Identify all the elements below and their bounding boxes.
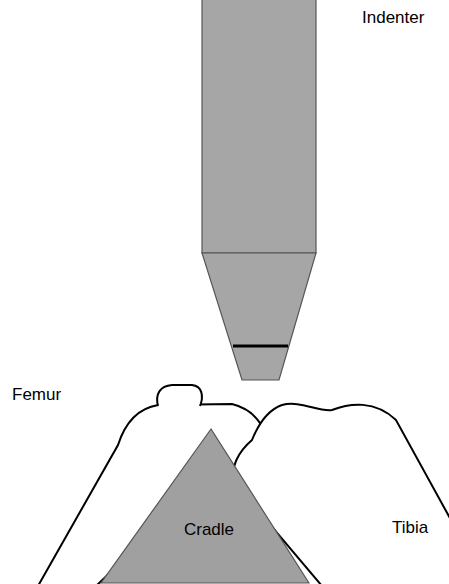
patella-outline	[157, 385, 202, 406]
indenter-tip	[202, 253, 316, 380]
part-label: Indenter	[362, 8, 424, 28]
cradle-triangle	[100, 428, 310, 584]
cradle-support: Cradle	[100, 428, 310, 584]
node-label: Cradle	[184, 520, 234, 540]
cradle-shape	[101, 429, 309, 583]
indenter-shaft	[202, 0, 316, 253]
part-label: Femur	[12, 385, 61, 405]
part-label: Tibia	[392, 518, 428, 538]
indenter-marker-line	[233, 345, 288, 348]
